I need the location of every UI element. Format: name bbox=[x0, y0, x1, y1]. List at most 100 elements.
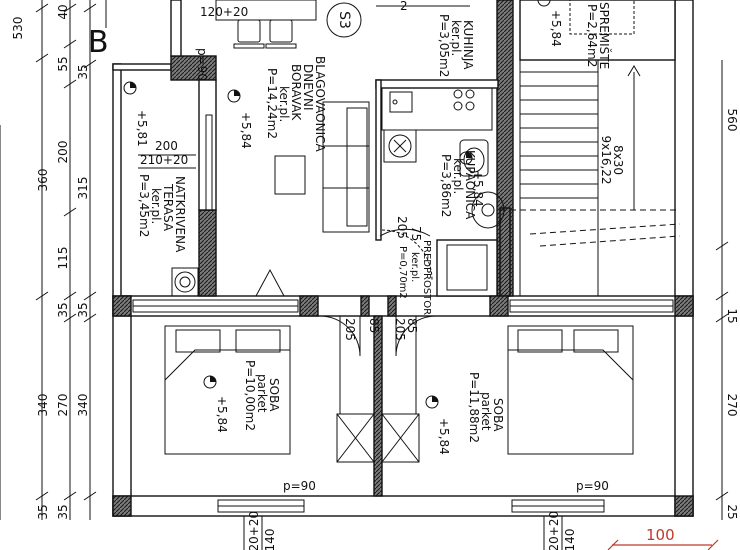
room-bedroom-2: SOBA parket P=11,88m2 bbox=[467, 372, 505, 443]
dimension-column-2: 40 55 200 115 35 270 35 bbox=[56, 0, 77, 520]
svg-text:SOBA: SOBA bbox=[491, 398, 505, 432]
storage-area: P=2,64m2 bbox=[585, 4, 599, 67]
room-hall: PREDPROSTOR ker.pl. P=0,70m2 75 205 bbox=[395, 216, 432, 315]
stairs: 9x16,22 8x30 bbox=[500, 59, 681, 297]
dim-360: 360 bbox=[36, 169, 50, 192]
bottom-windows: 120+20 120+20 140 140 p=90 p=90 bbox=[217, 479, 609, 550]
svg-text:P=14,24m2: P=14,24m2 bbox=[265, 68, 279, 139]
dim-560: 560 bbox=[725, 109, 739, 132]
svg-text:+5,84: +5,84 bbox=[239, 112, 253, 149]
terrace-door: 200 210+20 bbox=[138, 118, 217, 210]
svg-text:P=3,86m2: P=3,86m2 bbox=[439, 154, 453, 217]
svg-text:PREDPROSTOR: PREDPROSTOR bbox=[421, 240, 432, 315]
room-terrace: NATKRIVENA TERASA ker.pl. P=3,45m2 bbox=[137, 174, 187, 253]
walls bbox=[112, 0, 694, 517]
bottom-left-label: 120+20 bbox=[247, 511, 261, 550]
svg-text:205: 205 bbox=[395, 216, 409, 239]
svg-text:+5,84: +5,84 bbox=[549, 10, 563, 47]
middle-wall-windows bbox=[132, 299, 674, 313]
p90-right: p=90 bbox=[576, 479, 609, 493]
dim-35-b: 35 bbox=[56, 302, 70, 317]
level-markers: +5,81 +5,84 +5,84 +5,84 +5,84 bbox=[123, 0, 563, 455]
svg-text:75: 75 bbox=[409, 226, 423, 241]
svg-text:KUPAONICA: KUPAONICA bbox=[463, 150, 477, 220]
dim-200: 200 bbox=[56, 141, 70, 164]
dining-table: 120+20 p=90 bbox=[195, 0, 317, 81]
room-bedroom-1: SOBA parket P=10,00m2 bbox=[243, 360, 281, 431]
dim-270: 270 bbox=[56, 394, 70, 417]
svg-text:P=0,70m2: P=0,70m2 bbox=[397, 246, 408, 299]
p90-top: p=90 bbox=[195, 48, 209, 81]
svg-text:P=10,00m2: P=10,00m2 bbox=[243, 360, 257, 431]
room-kitchen: KUHINJA ker.pl. P=3,05m2 bbox=[437, 14, 475, 77]
section-label: B bbox=[88, 25, 109, 60]
dimension-right: 560 15 270 25 bbox=[715, 60, 739, 520]
svg-text:S3: S3 bbox=[336, 11, 352, 29]
svg-text:ker.pl.: ker.pl. bbox=[149, 188, 163, 224]
svg-text:BORAVAK: BORAVAK bbox=[289, 64, 303, 121]
terrace-door-b: 210+20 bbox=[140, 153, 188, 167]
svg-text:parket: parket bbox=[255, 374, 269, 413]
room-bathroom: KUPAONICA ker.pl. P=3,86m2 bbox=[439, 150, 477, 220]
svg-text:P=3,05m2: P=3,05m2 bbox=[437, 14, 451, 77]
dimension-column-1: 530 360 340 35 bbox=[11, 0, 50, 520]
svg-text:ker.pl.: ker.pl. bbox=[277, 86, 291, 122]
top-cut-label: 2 bbox=[400, 0, 408, 13]
door-swings bbox=[255, 229, 437, 357]
top-window-label: 120+20 bbox=[200, 5, 248, 19]
bed-2 bbox=[507, 325, 634, 455]
dim-40: 40 bbox=[56, 4, 70, 19]
terrace-fixture bbox=[171, 267, 199, 297]
svg-text:SOBA: SOBA bbox=[267, 378, 281, 412]
door-dims: 205 85 85 205 bbox=[343, 318, 419, 341]
svg-text:205: 205 bbox=[393, 318, 407, 341]
dim-15: 15 bbox=[725, 308, 739, 323]
svg-text:NATKRIVENA: NATKRIVENA bbox=[173, 176, 187, 253]
dim-340-b: 340 bbox=[76, 394, 90, 417]
room-marker: S3 bbox=[326, 2, 362, 38]
stair-steps: 8x30 bbox=[611, 145, 625, 175]
dim-25-r: 25 bbox=[725, 504, 739, 519]
level-bathroom: +5,84 bbox=[471, 170, 485, 207]
dim-35-a: 35 bbox=[36, 504, 50, 519]
svg-text:ker.pl.: ker.pl. bbox=[449, 20, 463, 56]
dim-315: 315 bbox=[76, 177, 90, 200]
scale-100: 100 bbox=[646, 526, 675, 544]
svg-text:+5,84: +5,84 bbox=[437, 418, 451, 455]
bottom-140-a: 140 bbox=[263, 529, 277, 550]
svg-text:85: 85 bbox=[405, 318, 419, 333]
dim-340: 340 bbox=[36, 394, 50, 417]
svg-text:+5,81: +5,81 bbox=[135, 110, 149, 147]
kitchen-fixtures: 2 bbox=[376, 0, 493, 131]
dim-35-c: 35 bbox=[56, 504, 70, 519]
svg-text:DNEVNI: DNEVNI bbox=[301, 64, 315, 111]
terrace-door-a: 200 bbox=[155, 139, 178, 153]
bottom-right-label: 120+20 bbox=[547, 511, 561, 550]
svg-text:P=11,88m2: P=11,88m2 bbox=[467, 372, 481, 443]
bottom-140-b: 140 bbox=[563, 529, 577, 550]
p90-left: p=90 bbox=[283, 479, 316, 493]
svg-text:KUHINJA: KUHINJA bbox=[461, 20, 475, 70]
dim-35-d: 35 bbox=[76, 64, 90, 79]
dim-115: 115 bbox=[56, 247, 70, 270]
dim-270-r: 270 bbox=[725, 394, 739, 417]
room-living: BLAGOVAONICA DNEVNI BORAVAK ker.pl. P=14… bbox=[265, 56, 327, 153]
svg-text:+5,84: +5,84 bbox=[215, 396, 229, 433]
bed-1 bbox=[164, 325, 291, 455]
stair-label: 9x16,22 bbox=[599, 135, 613, 184]
svg-text:BLAGOVAONICA: BLAGOVAONICA bbox=[313, 56, 327, 153]
svg-text:85: 85 bbox=[367, 318, 381, 333]
svg-text:P=3,45m2: P=3,45m2 bbox=[137, 174, 151, 237]
dimension-column-3: 35 315 35 340 bbox=[76, 0, 97, 520]
wardrobes bbox=[336, 316, 420, 463]
svg-text:ker.pl.: ker.pl. bbox=[409, 252, 420, 282]
svg-text:TERASA: TERASA bbox=[161, 183, 175, 232]
dim-55: 55 bbox=[56, 56, 70, 71]
scale-dimension: 100 bbox=[607, 526, 719, 550]
svg-text:ker.pl.: ker.pl. bbox=[451, 158, 465, 194]
dim-35-e: 35 bbox=[76, 302, 90, 317]
dim-530: 530 bbox=[11, 17, 25, 40]
storage-name: SPREMIŠTE bbox=[597, 2, 612, 69]
svg-text:205: 205 bbox=[343, 318, 357, 341]
